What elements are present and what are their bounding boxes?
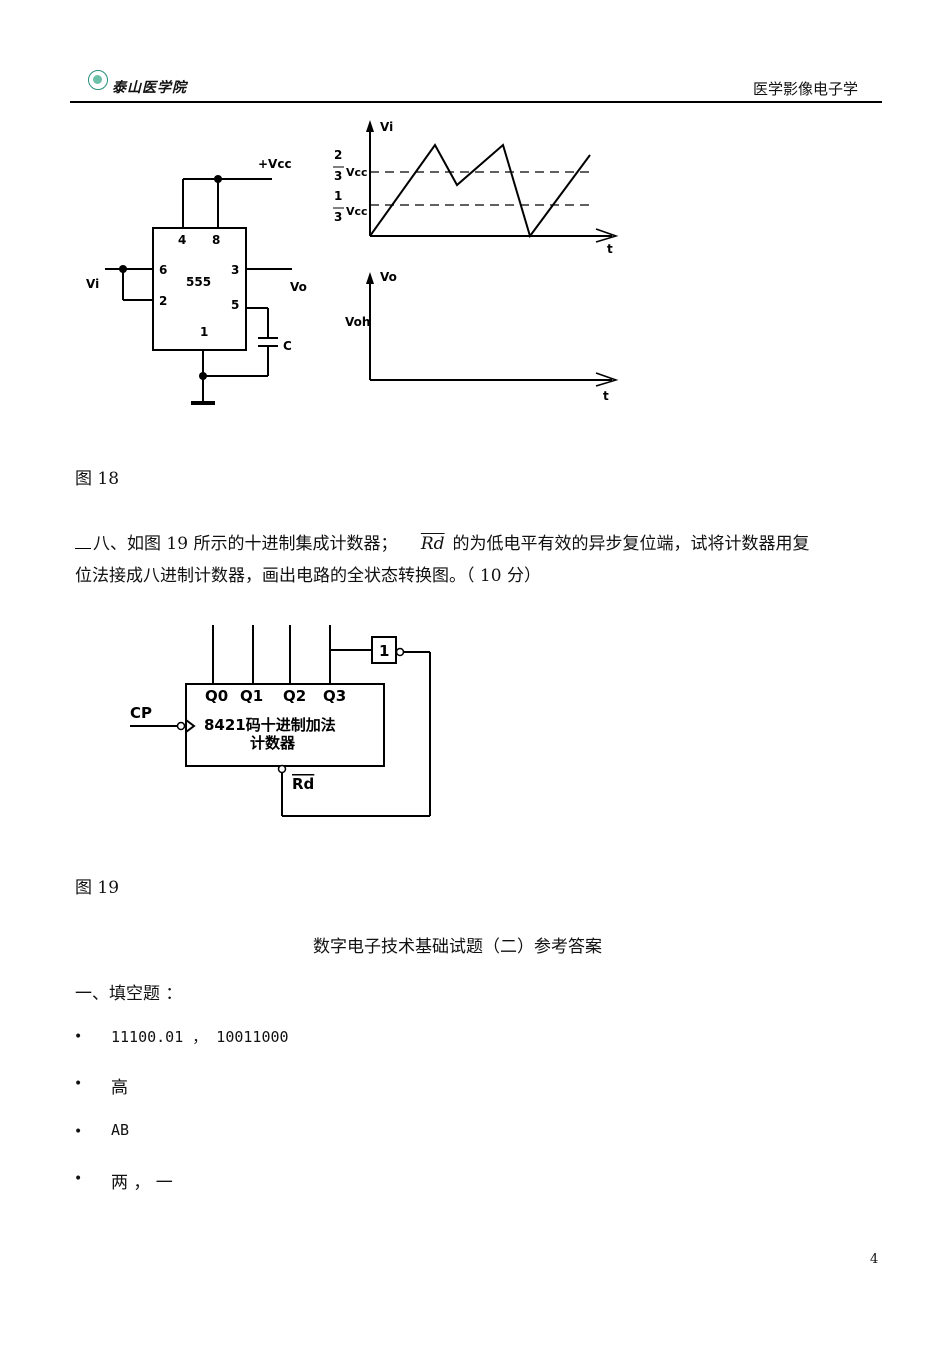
reset-bubble	[277, 764, 287, 774]
svg-text:Q1: Q1	[240, 687, 263, 705]
answer-item: 两 ， 一	[111, 1173, 173, 1193]
bullet-icon: •	[74, 1124, 83, 1140]
svg-text:1: 1	[200, 325, 208, 339]
answer-item: 高	[111, 1078, 128, 1098]
svg-text:t: t	[607, 242, 613, 256]
svg-text:8421码十进制加法: 8421码十进制加法	[204, 716, 336, 734]
svg-text:2: 2	[159, 294, 167, 308]
svg-text:3: 3	[334, 169, 342, 183]
bullet-icon: •	[74, 1076, 83, 1092]
section-1-heading: 一、填空题 ：	[75, 984, 183, 1004]
clock-label: CP	[130, 704, 152, 722]
figure-18-diagram: +Vcc 555 4 8 6 2 3 5 1 Vi Vo C Vi t 2 3 …	[86, 120, 619, 405]
question-8-line2: 位法接成八进制计数器，画出电路的全状态转换图。（ 10 分）	[75, 566, 541, 586]
vcc-label: +Vcc	[258, 157, 292, 171]
svg-text:Voh: Voh	[345, 315, 370, 329]
chip-label: 555	[186, 275, 211, 289]
svg-text:1: 1	[334, 189, 342, 203]
svg-text:Q2: Q2	[283, 687, 306, 705]
course-name: 医学影像电子学	[752, 80, 858, 98]
school-name: 泰山医学院	[112, 80, 187, 96]
svg-text:t: t	[603, 389, 609, 403]
svg-text:Vcc: Vcc	[346, 166, 368, 179]
not-gate	[371, 636, 397, 664]
figure-18-caption: 图 18	[75, 469, 120, 489]
school-logo-icon	[88, 70, 108, 90]
capacitor-label: C	[283, 339, 292, 353]
svg-text:Q0: Q0	[205, 687, 228, 705]
chip-555-body	[152, 227, 247, 351]
answer-item: 11100.01 ， 10011000	[111, 1028, 289, 1046]
svg-text:Vo: Vo	[380, 270, 397, 284]
input-vi-label: Vi	[86, 277, 99, 291]
svg-text:3: 3	[334, 210, 342, 224]
svg-text:Vcc: Vcc	[346, 205, 368, 218]
clock-bubble	[176, 721, 186, 731]
header-rule	[70, 101, 882, 103]
answer-item: AB	[111, 1121, 130, 1139]
not-gate-bubble	[395, 647, 405, 657]
svg-text:8: 8	[212, 233, 220, 247]
svg-text:2: 2	[334, 148, 342, 162]
svg-text:Vi: Vi	[380, 120, 393, 134]
answer-title: 数字电子技术基础试题（二）参考答案	[313, 937, 602, 957]
bullet-icon: •	[74, 1029, 83, 1045]
svg-text:4: 4	[178, 233, 186, 247]
svg-text:3: 3	[231, 263, 239, 277]
svg-text:Rd: Rd	[292, 775, 314, 793]
svg-text:1: 1	[379, 642, 389, 660]
figure-19-caption: 图 19	[75, 878, 120, 898]
rd-symbol: Rd	[420, 534, 445, 554]
svg-text:Q3: Q3	[323, 687, 346, 705]
svg-text:计数器: 计数器	[250, 734, 296, 752]
svg-text:6: 6	[159, 263, 167, 277]
svg-text:5: 5	[231, 298, 239, 312]
output-vo-label: Vo	[290, 280, 307, 294]
figure-19-diagram: CP Q0 Q1 Q2 Q3 1 8421码十进制加法 计数器 Rd	[130, 625, 431, 817]
bullet-icon: •	[74, 1171, 83, 1187]
page-number: 4	[870, 1252, 879, 1267]
